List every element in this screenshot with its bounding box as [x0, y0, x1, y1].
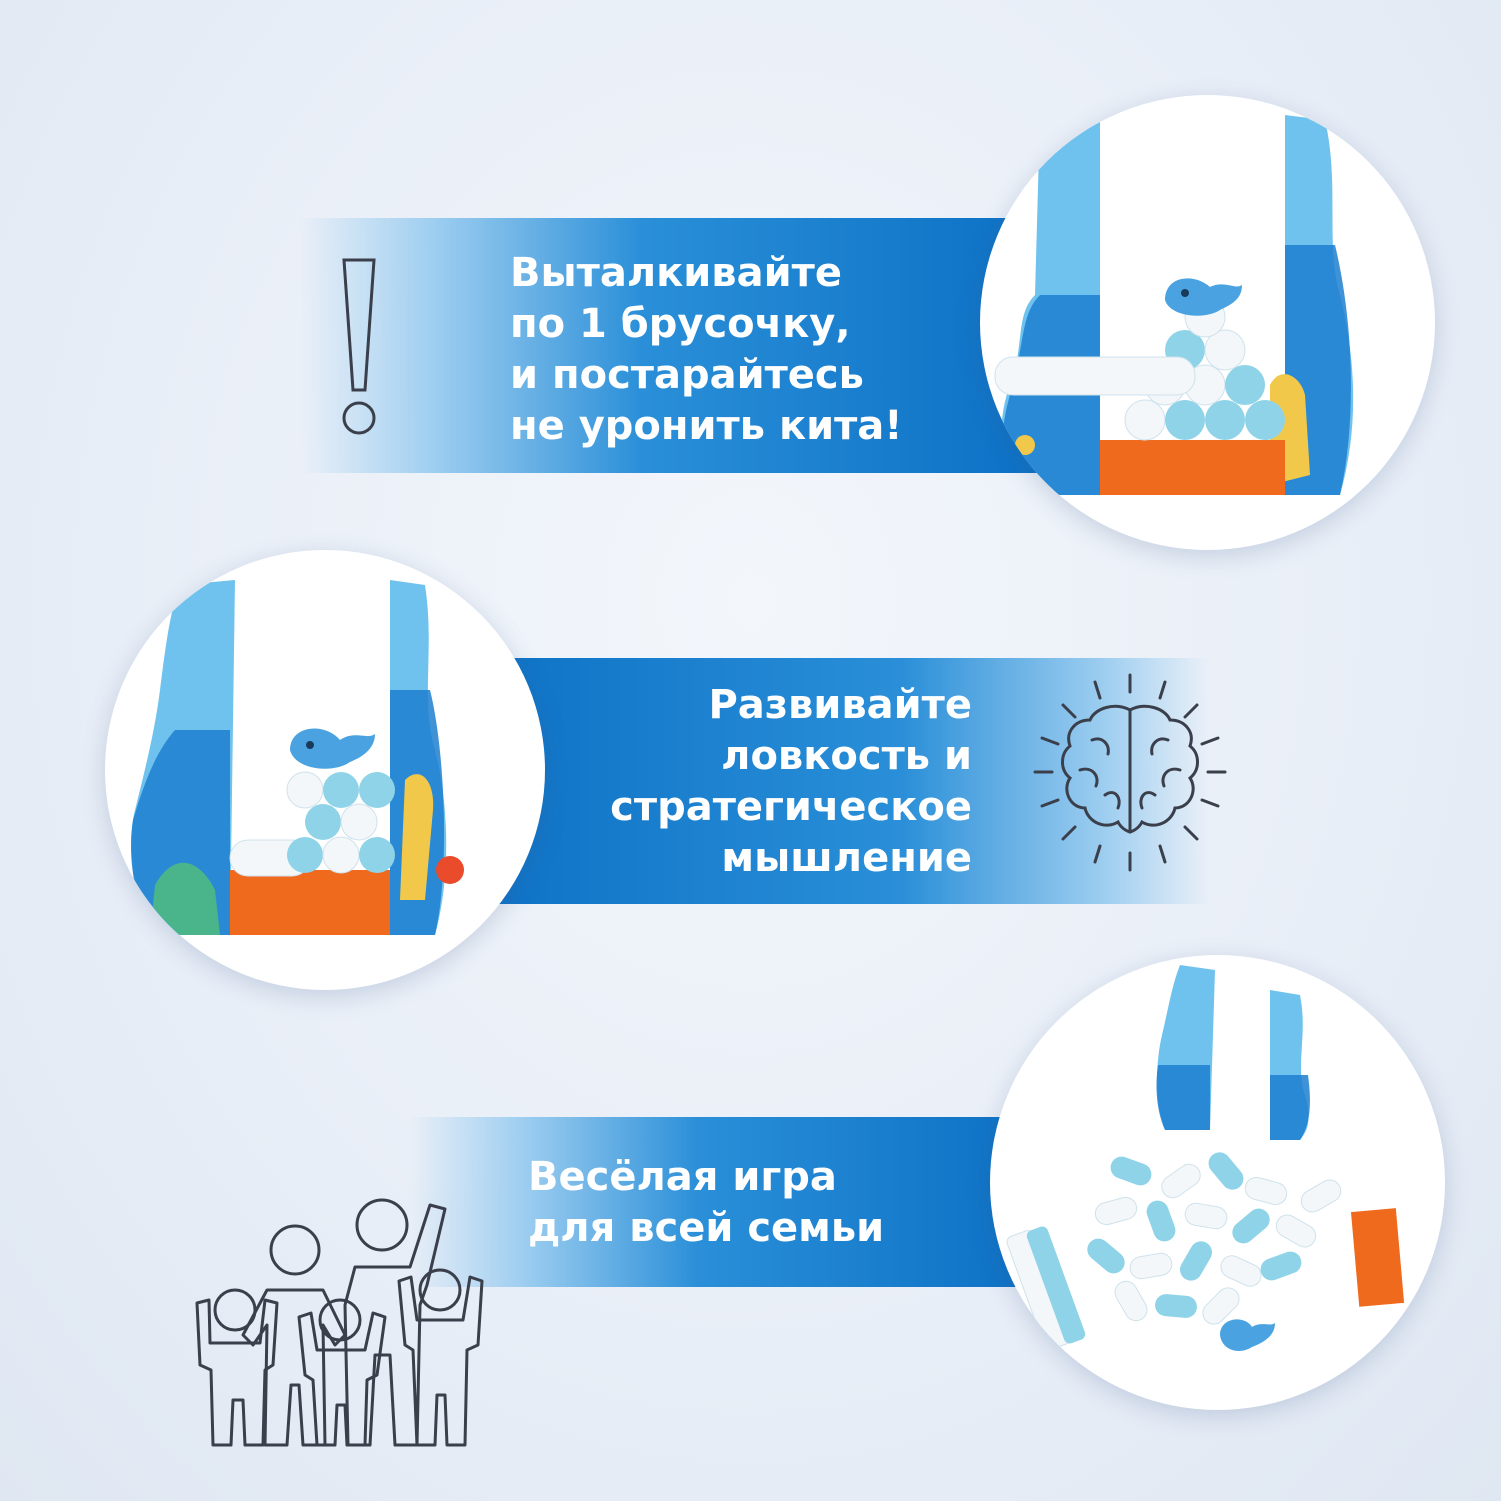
block-2-line-4: мышление	[721, 835, 972, 881]
block-1-line-4: не уронить кита!	[510, 403, 903, 449]
block-3-line-1: Весёлая игра	[528, 1154, 837, 1200]
product-photo-2	[105, 550, 545, 990]
info-band-1	[300, 218, 1060, 473]
product-photo-3	[990, 955, 1445, 1410]
brain-icon	[1033, 673, 1227, 872]
block-3-text: Весёлая игра для всей семьи	[528, 1152, 884, 1254]
block-2-line-1: Развивайте	[708, 682, 972, 728]
block-1-text: Выталкивайте по 1 брусочку, и постарайте…	[510, 248, 903, 452]
exclamation-icon	[342, 258, 376, 435]
family-icon	[195, 1198, 484, 1447]
block-2-line-2: ловкость и	[721, 733, 972, 779]
block-1-line-3: и постарайтесь	[510, 352, 864, 398]
block-3-line-2: для всей семьи	[528, 1205, 885, 1251]
info-band-2	[440, 658, 1210, 904]
block-2-text: Развивайте ловкость и стратегическое мыш…	[560, 680, 972, 884]
info-band-3	[410, 1117, 1050, 1287]
block-1-line-2: по 1 брусочку,	[510, 301, 851, 347]
block-2-line-3: стратегическое	[610, 784, 972, 830]
block-1-line-1: Выталкивайте	[510, 250, 842, 296]
product-photo-1	[980, 95, 1435, 550]
